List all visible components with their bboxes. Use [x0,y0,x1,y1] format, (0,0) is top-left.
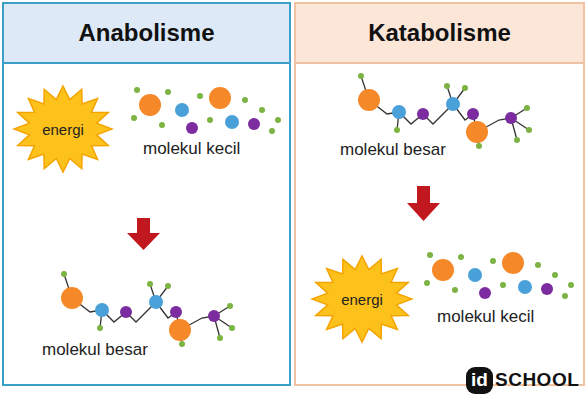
small-molecules [131,87,281,134]
molecule-label: molekul kecil [143,139,240,159]
energy-label: energi [42,121,84,138]
large-molecule [61,271,235,347]
large-molecule [358,73,532,149]
energy-node: energi [310,254,414,344]
energy-node: energi [12,84,114,174]
molecule-label: molekul besar [42,340,148,360]
molecule-label: molekul besar [340,140,446,160]
molecule-label: molekul kecil [437,307,534,327]
process-arrow [407,186,440,221]
panel-heading: Anabolisme [4,4,289,64]
watermark: SCHOOL [495,369,579,391]
small-molecules [424,252,574,299]
section-panel: Anabolisme energi [2,2,291,386]
watermark: id [466,367,493,394]
panel-heading: Katabolisme [296,4,583,64]
energy-label: energi [341,291,383,308]
process-arrow [127,218,160,250]
section-panel: Katabolisme energi [294,2,585,386]
